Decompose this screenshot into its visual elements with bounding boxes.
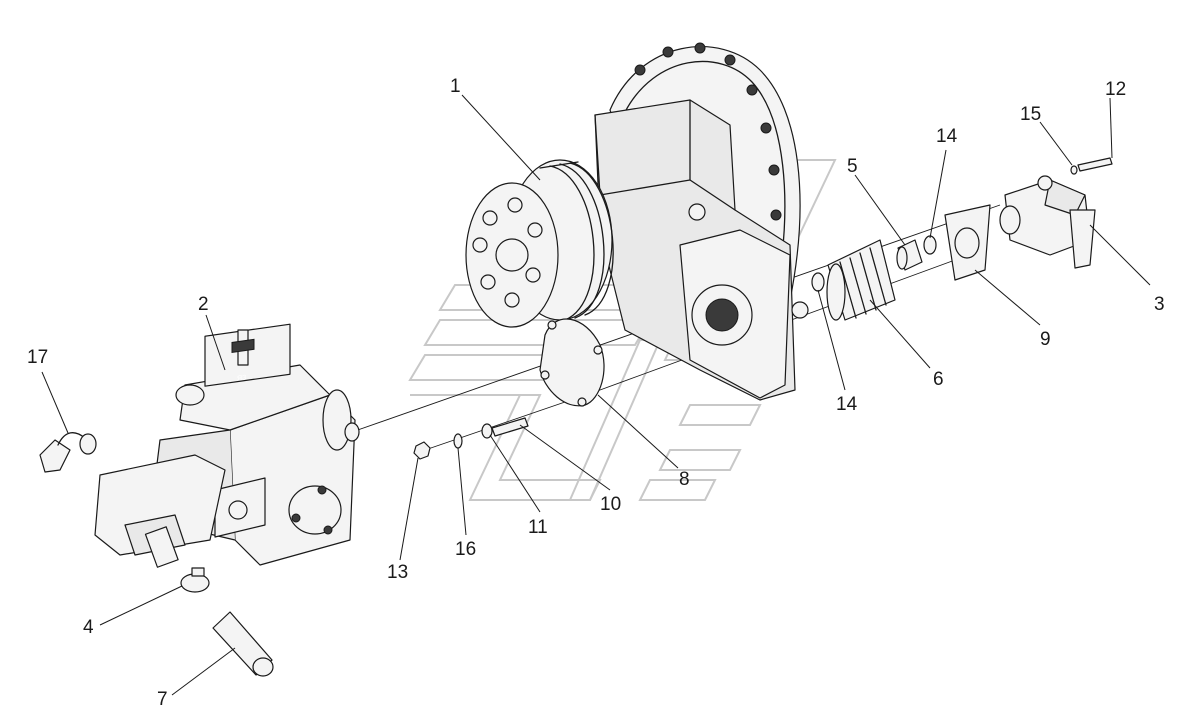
- callout-9: 9: [1040, 329, 1051, 350]
- hydraulic-pump: ЯЗ: [94, 323, 360, 568]
- callout-6: 6: [933, 369, 944, 390]
- spline-sleeve: [826, 239, 896, 321]
- callout-17: 17: [27, 347, 48, 368]
- gasket: [944, 204, 991, 281]
- callout-12: 12: [1105, 79, 1126, 100]
- callout-13: 13: [387, 562, 408, 583]
- flange-gasket: [539, 318, 605, 407]
- o-ring-b: [811, 272, 825, 292]
- nut: [413, 441, 431, 460]
- callout-2: 2: [198, 294, 209, 315]
- hose-fitting: [39, 432, 97, 473]
- callout-1: 1: [450, 76, 461, 97]
- callout-7: 7: [157, 689, 168, 710]
- washer: [481, 423, 493, 439]
- callout-8: 8: [679, 469, 690, 490]
- pump-nameplate-text: ЯЗ: [237, 374, 246, 382]
- stud: [491, 417, 529, 437]
- callout-16: 16: [455, 539, 476, 560]
- gear-pump: [999, 175, 1096, 269]
- callout-14-top: 14: [936, 126, 958, 147]
- callout-5: 5: [847, 156, 858, 177]
- callout-4: 4: [83, 617, 94, 638]
- callout-11: 11: [528, 517, 548, 538]
- callout-15: 15: [1020, 104, 1041, 125]
- callout-3: 3: [1154, 294, 1165, 315]
- callout-labels: 1 2 3 4 5 6 7 8 9 10 11 12 13 14 14 15 1…: [27, 76, 1165, 710]
- pulley-holes: [472, 197, 543, 308]
- o-ring-a: [923, 235, 937, 255]
- hose: [212, 611, 274, 677]
- callout-14-bottom: 14: [836, 394, 858, 415]
- bolt-washer: [1070, 165, 1078, 175]
- bolt: [1077, 157, 1113, 172]
- leader-lines: [41, 94, 1151, 696]
- hose-clamp: [180, 567, 210, 593]
- gearbox-housing: [465, 42, 809, 401]
- spline-gear: [896, 239, 923, 271]
- lock-washer: [453, 433, 463, 449]
- callout-10: 10: [600, 494, 621, 515]
